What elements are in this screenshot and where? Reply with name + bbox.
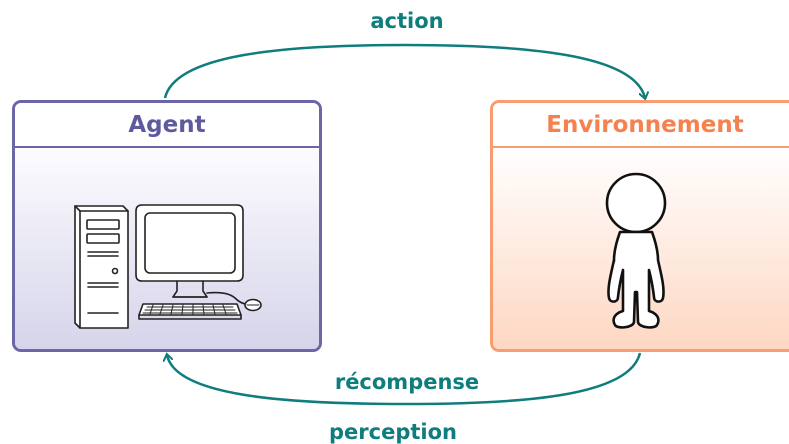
agent-box: Agent [12, 100, 322, 352]
perception-label: perception [329, 420, 457, 444]
person-figure-icon [605, 172, 667, 329]
agent-body [15, 148, 319, 349]
environment-box: Environnement [490, 100, 789, 352]
environment-body [493, 148, 789, 349]
agent-title: Agent [15, 103, 319, 148]
environment-title: Environnement [493, 103, 789, 148]
action-arrow [163, 43, 645, 98]
desktop-computer-icon [74, 204, 262, 329]
reward-arrow [167, 353, 642, 406]
reward-label: récompense [334, 370, 480, 394]
action-label: action [370, 9, 444, 33]
